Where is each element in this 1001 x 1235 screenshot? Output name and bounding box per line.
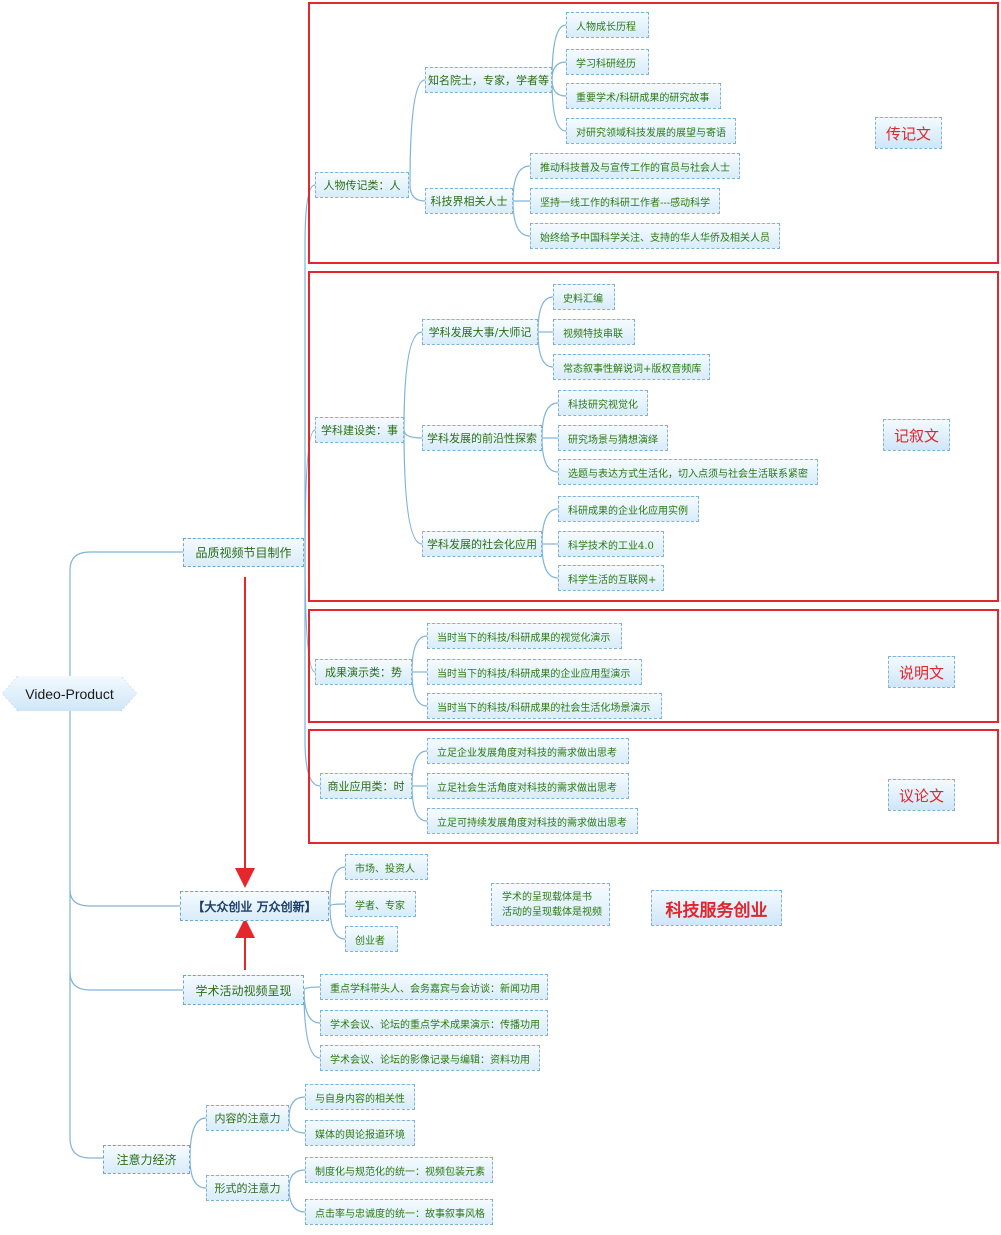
leaf-item[interactable]: 人物成长历程 xyxy=(566,12,649,38)
group-frame-exposition xyxy=(308,609,999,723)
leaf-item[interactable]: 重点学科带头人、会务嘉宾与会访谈：新闻功用 xyxy=(320,974,548,1000)
root-node[interactable]: Video-Product xyxy=(2,676,137,711)
subcategory-social[interactable]: 学科发展的社会化应用 xyxy=(422,531,542,557)
leaf-item[interactable]: 科技研究视觉化 xyxy=(558,390,648,416)
leaf-item[interactable]: 与自身内容的相关性 xyxy=(305,1084,415,1110)
subcategory-events[interactable]: 学科发展大事/大师记 xyxy=(422,319,538,345)
tag-biography: 传记文 xyxy=(875,117,942,149)
leaf-item[interactable]: 制度化与规范化的统一：视频包装元素 xyxy=(305,1157,493,1183)
leaf-item[interactable]: 立足社会生活角度对科技的需求做出思考 xyxy=(427,773,629,799)
category-results[interactable]: 成果演示类：势 xyxy=(315,659,412,685)
branch-attention-economy[interactable]: 注意力经济 xyxy=(103,1145,190,1174)
category-business[interactable]: 商业应用类：时 xyxy=(320,773,412,799)
subcategory-frontier[interactable]: 学科发展的前沿性探索 xyxy=(422,425,542,451)
leaf-item[interactable]: 学习科研经历 xyxy=(566,49,649,75)
leaf-item[interactable]: 科学生活的互联网+ xyxy=(558,565,664,591)
leaf-item[interactable]: 当时当下的科技/科研成果的社会生活化场景演示 xyxy=(427,693,662,719)
leaf-item[interactable]: 当时当下的科技/科研成果的企业应用型演示 xyxy=(427,659,642,685)
leaf-item[interactable]: 推动科技普及与宣传工作的官员与社会人士 xyxy=(530,153,740,179)
leaf-item[interactable]: 史料汇编 xyxy=(553,284,615,310)
subcategory-related-people[interactable]: 科技界相关人士 xyxy=(425,188,513,214)
leaf-item[interactable]: 创业者 xyxy=(345,926,398,952)
leaf-item[interactable]: 市场、投资人 xyxy=(345,854,428,880)
branch-entrepreneurship[interactable]: 【大众创业 万众创新】 xyxy=(180,891,329,921)
leaf-item[interactable]: 选题与表达方式生活化，切入点须与社会生活联系紧密 xyxy=(558,459,818,485)
leaf-item[interactable]: 对研究领域科技发展的展望与寄语 xyxy=(566,118,736,144)
leaf-item[interactable]: 点击率与忠诚度的统一：故事叙事风格 xyxy=(305,1199,493,1225)
leaf-item[interactable]: 科研成果的企业化应用实例 xyxy=(558,496,699,522)
group-frame-argument xyxy=(308,729,999,844)
leaf-item[interactable]: 学术会议、论坛的影像记录与编辑：资料功用 xyxy=(320,1045,540,1071)
note-line: 学术的呈现载体是书 xyxy=(502,892,592,903)
category-biography[interactable]: 人物传记类：人 xyxy=(315,172,409,198)
leaf-item[interactable]: 重要学术/科研成果的研究故事 xyxy=(566,83,721,109)
branch-quality-programs[interactable]: 品质视频节目制作 xyxy=(183,538,304,567)
tag-argument: 议论文 xyxy=(888,779,955,811)
leaf-item[interactable]: 立足企业发展角度对科技的需求做出思考 xyxy=(427,738,629,764)
leaf-item[interactable]: 研究场景与猜想演绎 xyxy=(558,425,668,451)
leaf-item[interactable]: 科学技术的工业4.0 xyxy=(558,531,664,557)
subcategory-form-attention[interactable]: 形式的注意力 xyxy=(206,1175,289,1201)
tag-narrative: 记叙文 xyxy=(883,419,950,451)
note-line: 活动的呈现载体是视频 xyxy=(502,907,602,918)
category-discipline[interactable]: 学科建设类：事 xyxy=(315,417,404,443)
subcategory-academicians[interactable]: 知名院士，专家，学者等 xyxy=(425,67,552,93)
leaf-item[interactable]: 媒体的舆论报道环境 xyxy=(305,1120,415,1146)
group-frame-biography xyxy=(308,2,999,264)
leaf-item[interactable]: 学术会议、论坛的重点学术成果演示：传播功用 xyxy=(320,1010,548,1036)
leaf-item[interactable]: 立足可持续发展角度对科技的需求做出思考 xyxy=(427,808,638,834)
branch-academic-video[interactable]: 学术活动视频呈现 xyxy=(183,975,304,1005)
tag-tech-startup: 科技服务创业 xyxy=(651,890,782,926)
leaf-item[interactable]: 当时当下的科技/科研成果的视觉化演示 xyxy=(427,623,622,649)
leaf-item[interactable]: 常态叙事性解说词+版权音频库 xyxy=(553,354,710,380)
leaf-item[interactable]: 视频特技串联 xyxy=(553,319,635,345)
leaf-item[interactable]: 坚持一线工作的科研工作者---感动科学 xyxy=(530,188,720,214)
carrier-note: 学术的呈现载体是书 活动的呈现载体是视频 xyxy=(491,883,610,926)
subcategory-content-attention[interactable]: 内容的注意力 xyxy=(206,1105,289,1131)
leaf-item[interactable]: 始终给予中国科学关注、支持的华人华侨及相关人员 xyxy=(530,223,780,249)
leaf-item[interactable]: 学者、专家 xyxy=(345,891,416,917)
tag-exposition: 说明文 xyxy=(888,656,955,688)
group-frame-narrative xyxy=(308,271,999,602)
